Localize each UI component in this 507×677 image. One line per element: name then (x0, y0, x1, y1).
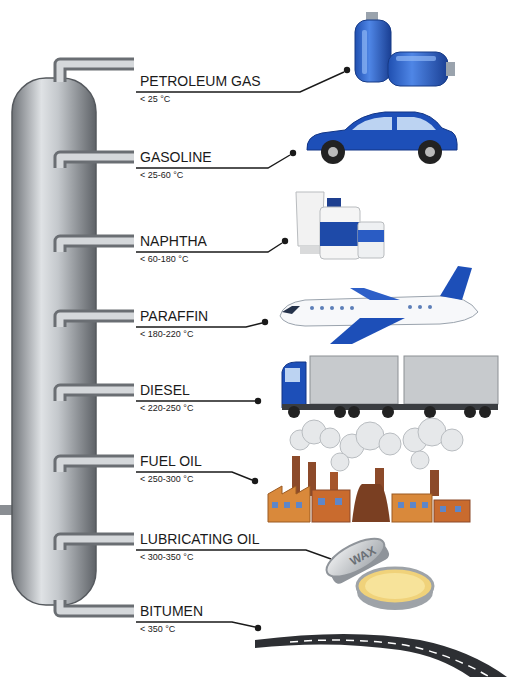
fraction-name: BITUMEN (140, 604, 203, 618)
bottles (296, 192, 384, 259)
temperature-range: < 220-250 °C (140, 404, 193, 413)
road (255, 634, 507, 677)
temperature-range: < 300-350 °C (140, 553, 193, 562)
temperature-range: < 250-300 °C (140, 475, 193, 484)
leader-lines (136, 72, 344, 627)
fraction-name: PARAFFIN (140, 309, 208, 323)
gas-cylinders (355, 12, 455, 86)
outlet-pipes (60, 64, 134, 611)
fraction-name: FUEL OIL (140, 454, 202, 468)
temperature-range: < 180-220 °C (140, 330, 193, 339)
wax-tin (321, 531, 433, 610)
car (307, 112, 457, 164)
wax-lid-text: WAX (348, 544, 378, 567)
temperature-range: < 25 °C (140, 95, 170, 104)
fraction-name: DIESEL (140, 383, 190, 397)
leader-dots (252, 67, 350, 631)
temperature-range: < 60-180 °C (140, 255, 188, 264)
fraction-name: GASOLINE (140, 150, 212, 164)
temperature-range: < 350 °C (140, 625, 175, 634)
temperature-range: < 25-60 °C (140, 171, 183, 180)
airplane (280, 266, 478, 344)
truck (282, 356, 498, 418)
factory (268, 418, 470, 522)
fraction-name: PETROLEUM GAS (140, 74, 261, 88)
fraction-name: NAPHTHA (140, 234, 207, 248)
fraction-name: LUBRICATING OIL (140, 532, 260, 546)
